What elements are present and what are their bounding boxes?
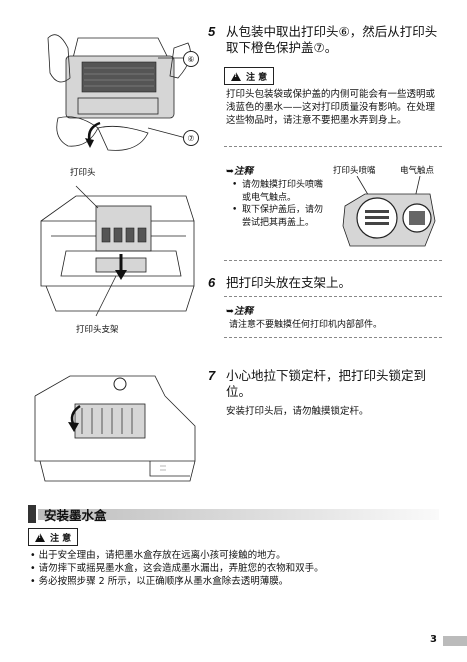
step-5-number: 5	[208, 24, 216, 39]
note-arrow-icon: ➥	[226, 306, 234, 317]
step-7-text: 小心地拉下锁定杆，把打印头锁定到位。	[226, 368, 427, 399]
note-1-item: 请勿触摸打印头喷嘴或电气触点。	[232, 179, 324, 204]
printhead-holder-label: 打印头支架	[76, 325, 119, 335]
printhead-nozzle-illustration	[342, 176, 436, 247]
contacts-label: 电气触点	[400, 166, 435, 176]
printhead-label: 打印头	[70, 168, 96, 178]
caution-2-item: 出于安全理由，请把墨水盒存放在远离小孩可接触的地方。	[30, 549, 440, 562]
caution-1-divider	[224, 146, 442, 147]
lock-lever-illustration	[34, 375, 196, 482]
printhead-removal-illustration	[47, 34, 191, 151]
step-5-text: 从包装中取出打印头⑥，然后从打印头取下橙色保护盖⑦。	[226, 24, 438, 55]
note-1-item: 取下保护盖后，请勿尝试把其再盖上。	[232, 204, 324, 229]
callout-6: ⑥	[183, 51, 199, 67]
page-number-bar	[443, 636, 467, 646]
caution-1-label: 注 意	[246, 72, 268, 83]
page-number: 3	[430, 634, 437, 645]
step-6-divider	[224, 296, 442, 297]
nozzle-label: 打印头喷嘴	[333, 166, 376, 176]
printer-install-illustration	[40, 185, 195, 317]
note-1-list: 请勿触摸打印头喷嘴或电气触点。 取下保护盖后，请勿尝试把其再盖上。	[232, 179, 324, 229]
caution-1-text: 打印头包装袋或保护盖的内侧可能会有一些透明或浅蓝色的墨水——这对打印质量没有影响…	[226, 89, 436, 126]
warning-icon	[231, 71, 241, 81]
callout-7: ⑦	[183, 130, 199, 146]
step-6-text: 把打印头放在支架上。	[226, 275, 352, 290]
caution-2-label: 注 意	[50, 533, 72, 544]
section-title: 安装墨水盒	[44, 508, 107, 523]
warning-icon	[35, 532, 45, 542]
note-2-divider	[224, 337, 442, 338]
note-2-label: ➥注释	[226, 306, 253, 317]
caution-2-item: 请勿摔下或摇晃墨水盒，这会造成墨水漏出，弄脏您的衣物和双手。	[30, 562, 440, 575]
note-2-text: 请注意不要触摸任何打印机内部部件。	[229, 320, 383, 330]
caution-2-item: 务必按照步骤 2 所示，以正确顺序从墨水盒除去透明薄膜。	[30, 575, 440, 588]
note-1-divider	[224, 260, 442, 261]
caution-2-list: 出于安全理由，请把墨水盒存放在远离小孩可接触的地方。 请勿摔下或摇晃墨水盒，这会…	[30, 549, 440, 588]
caution-1-header: 注 意	[224, 67, 275, 85]
step-7-subtext: 安装打印头后，请勿触摸锁定杆。	[226, 406, 369, 417]
section-install-ink-tanks: 安装墨水盒	[28, 505, 439, 523]
caution-2-header: 注 意	[28, 528, 79, 546]
step-6-number: 6	[208, 275, 216, 290]
note-1-label: ➥注释	[226, 166, 253, 177]
step-7-number: 7	[208, 368, 216, 383]
note-arrow-icon: ➥	[226, 166, 234, 177]
